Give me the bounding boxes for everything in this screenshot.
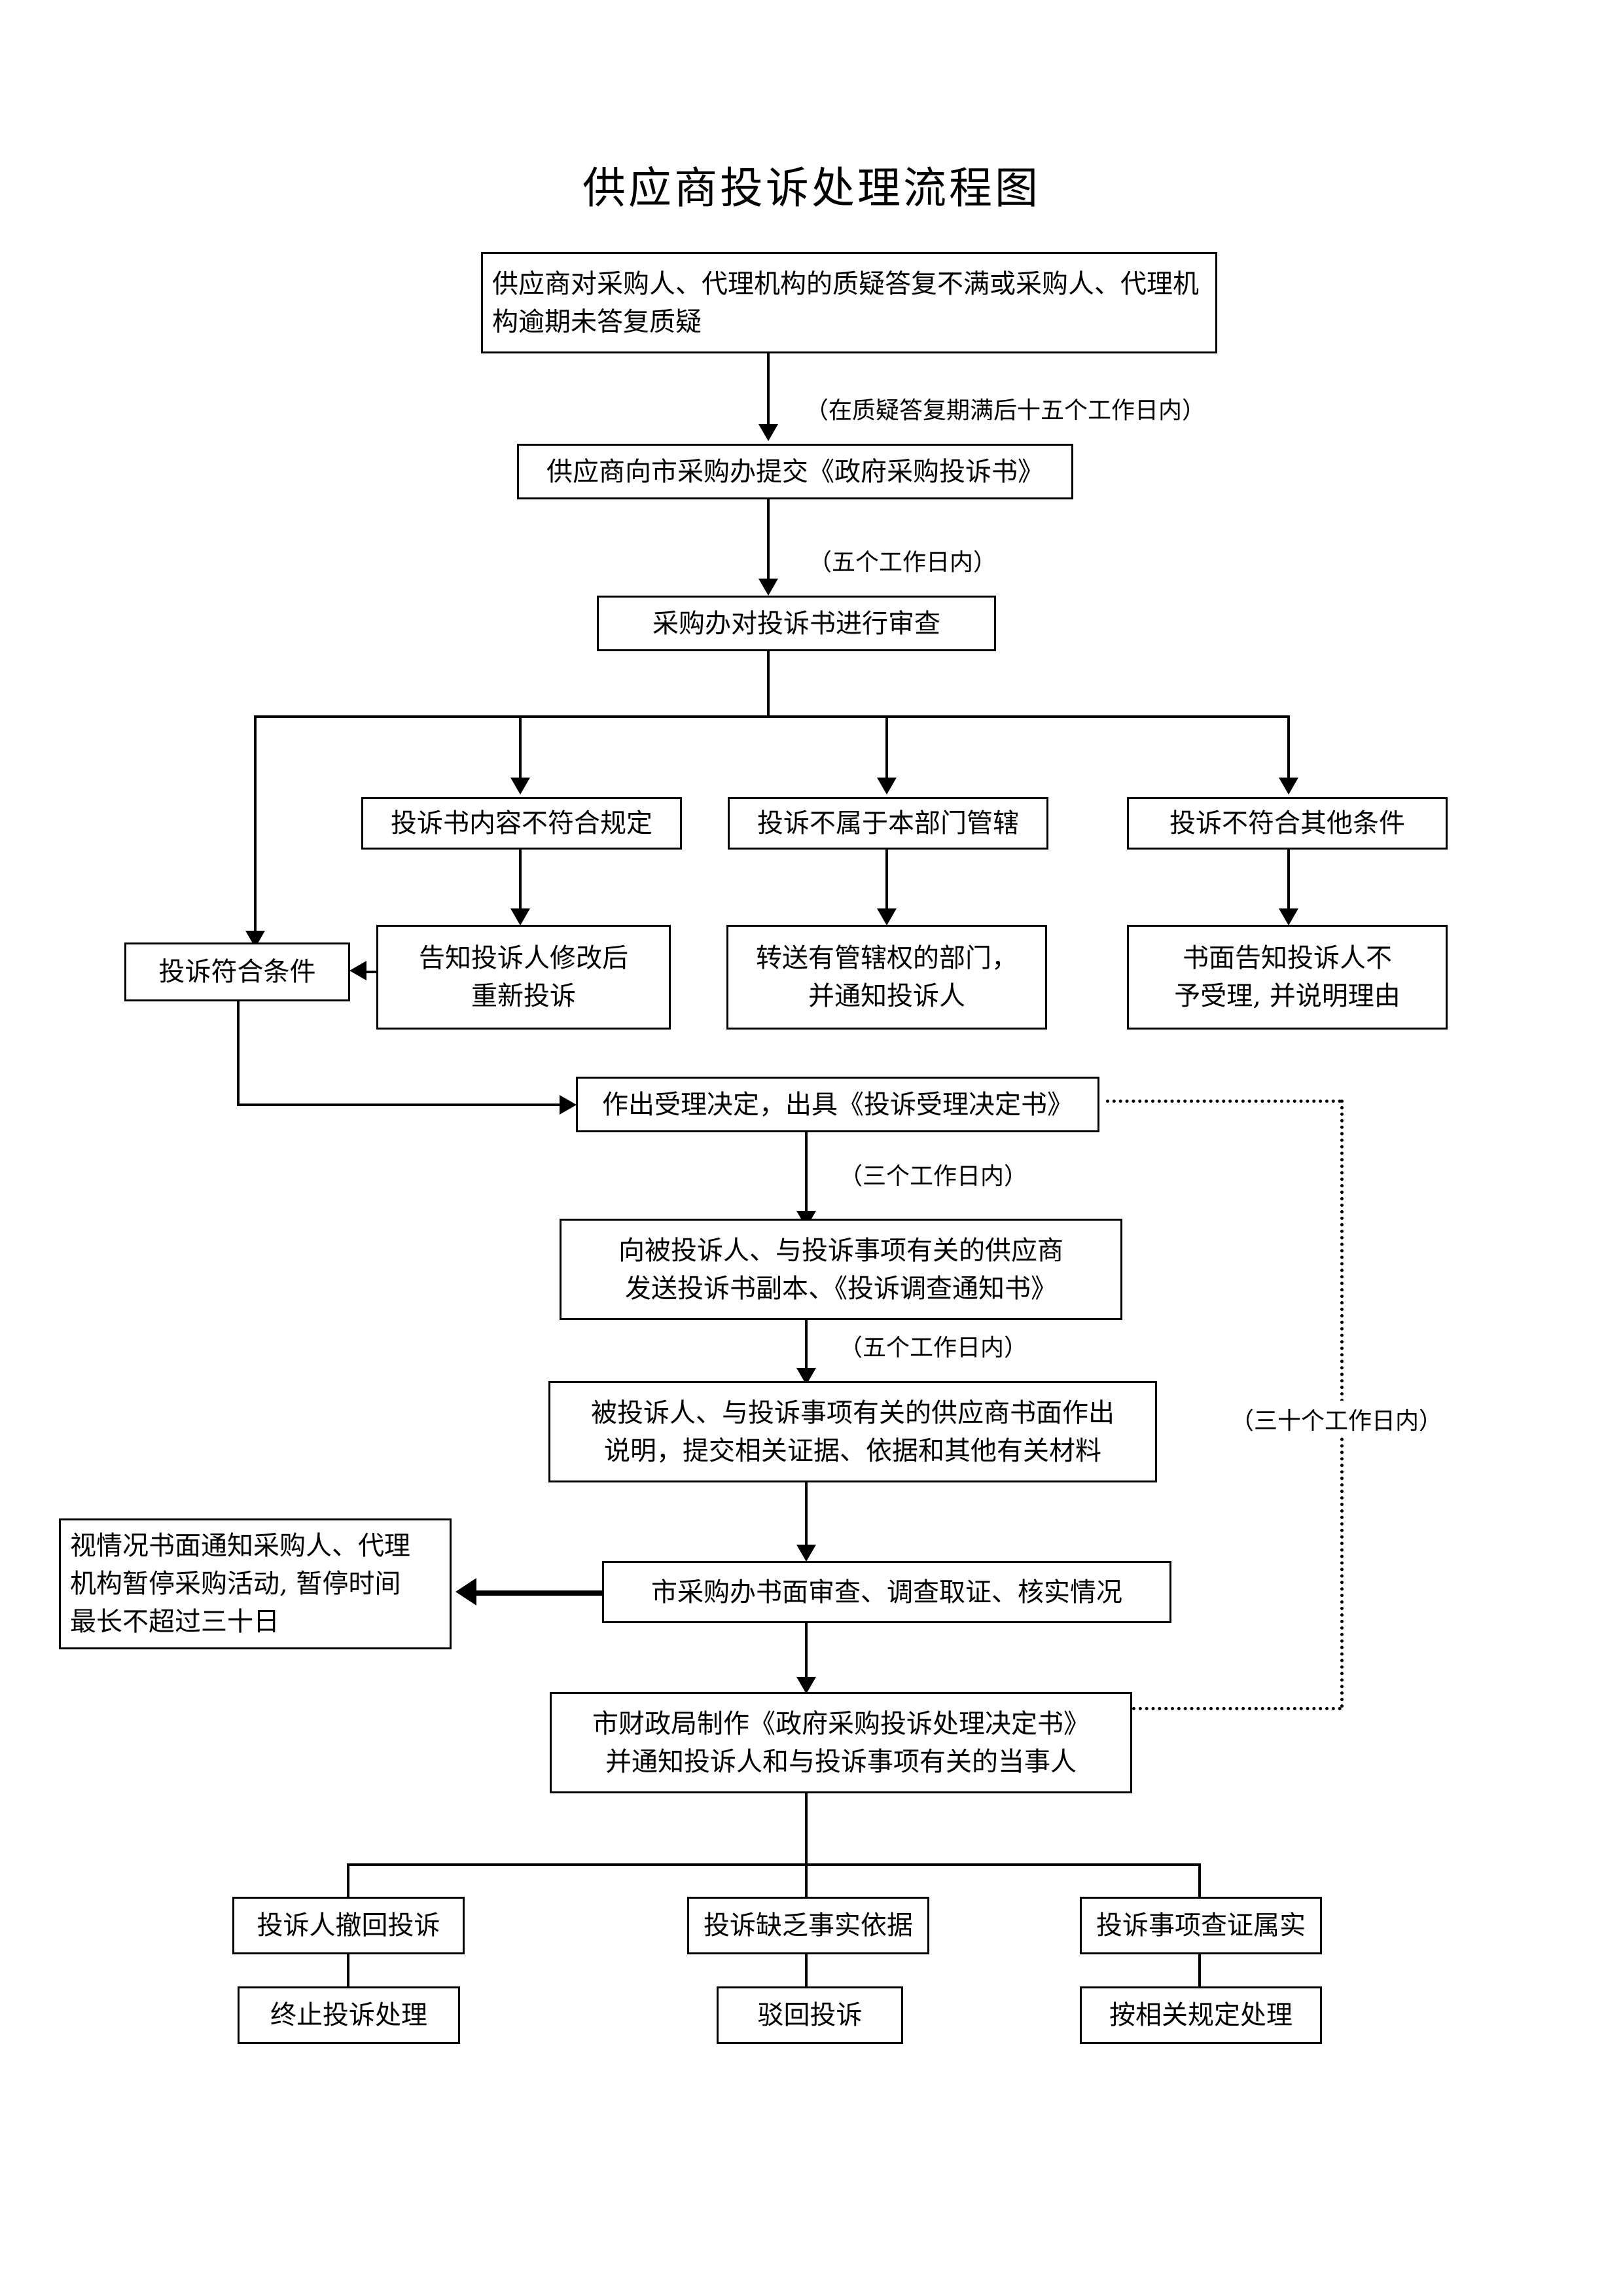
label-thirty-days: （三十个工作日内） <box>1230 1401 1443 1437</box>
node-withdrawn-label: 投诉人撤回投诉 <box>257 1910 440 1941</box>
node-notify-amend-label: 告知投诉人修改后 重新投诉 <box>419 943 628 1011</box>
page-title: 供应商投诉处理流程图 <box>582 163 1041 214</box>
connector-n7-right <box>237 1103 564 1106</box>
arrowhead-n5 <box>877 778 897 795</box>
branch-drop-n6 <box>1287 715 1290 781</box>
branch-bus-top <box>254 715 1290 718</box>
branch-drop-compliant <box>254 715 257 935</box>
node-not-jurisdiction-label: 投诉不属于本部门管辖 <box>757 808 1019 838</box>
connector-n15-n16 <box>805 1623 808 1682</box>
label-five-days-2: （五个工作日内） <box>839 1335 1028 1361</box>
label-five-days-1: （五个工作日内） <box>808 549 997 576</box>
connector-n4-n8 <box>519 850 522 912</box>
connector-n6-n10 <box>1287 850 1290 912</box>
node-withdrawn: 投诉人撤回投诉 <box>232 1897 465 1954</box>
node-written-explanation: 被投诉人、与投诉事项有关的供应商书面作出 说明，提交相关证据、依据和其他有关材料 <box>548 1381 1157 1482</box>
node-complaint-compliant: 投诉符合条件 <box>124 942 350 1001</box>
node-lack-evidence: 投诉缺乏事实依据 <box>687 1897 929 1954</box>
dotted-loop-bottom <box>1132 1707 1342 1710</box>
node-lack-evidence-label: 投诉缺乏事实依据 <box>704 1910 913 1941</box>
arrowhead-n2-n3 <box>758 579 778 596</box>
connector-n12-n13 <box>805 1320 808 1392</box>
label-fifteen-days: （在质疑答复期满后十五个工作日内） <box>805 397 1206 424</box>
node-dismiss: 驳回投诉 <box>717 1986 903 2044</box>
node-content-noncompliant: 投诉书内容不符合规定 <box>361 797 682 850</box>
arrowhead-n7-n11 <box>560 1095 577 1115</box>
arrowhead-n15-n14 <box>455 1578 476 1605</box>
node-complaint-compliant-label: 投诉符合条件 <box>158 957 316 987</box>
node-investigate-label: 市采购办书面审查、调查取证、核实情况 <box>651 1577 1122 1607</box>
node-submit-complaint: 供应商向市采购办提交《政府采购投诉书》 <box>517 444 1073 499</box>
node-not-jurisdiction: 投诉不属于本部门管辖 <box>728 797 1048 850</box>
node-review-complaint-label: 采购办对投诉书进行审查 <box>652 608 940 639</box>
node-written-explanation-label: 被投诉人、与投诉事项有关的供应商书面作出 说明，提交相关证据、依据和其他有关材料 <box>591 1397 1115 1466</box>
node-written-reject: 书面告知投诉人不 予受理, 并说明理由 <box>1127 925 1448 1030</box>
node-other-noncompliant: 投诉不符合其他条件 <box>1127 797 1448 850</box>
node-handle-per-rules: 按相关规定处理 <box>1080 1986 1322 2044</box>
node-handle-per-rules-label: 按相关规定处理 <box>1109 2000 1293 2030</box>
node-suspend-notice-label: 视情况书面通知采购人、代理 机构暂停采购活动, 暂停时间 最长不超过三十日 <box>70 1531 410 1637</box>
arrowhead-n6 <box>1279 778 1298 795</box>
connector-n7-down <box>237 1001 240 1106</box>
connector-n3-bus <box>767 651 770 717</box>
node-verified-true: 投诉事项查证属实 <box>1080 1897 1322 1954</box>
connector-n18-n21 <box>805 1954 808 2003</box>
arrowhead-n8 <box>510 908 530 925</box>
node-suspend-notice: 视情况书面通知采购人、代理 机构暂停采购活动, 暂停时间 最长不超过三十日 <box>59 1518 452 1649</box>
connector-n17-n20 <box>347 1954 349 2003</box>
arrowhead-n13-n15 <box>796 1545 816 1562</box>
node-terminate-label: 终止投诉处理 <box>270 2000 427 2030</box>
dotted-loop-top <box>1106 1100 1342 1103</box>
connector-n16-bus <box>805 1793 808 1865</box>
node-written-reject-label: 书面告知投诉人不 予受理, 并说明理由 <box>1174 943 1400 1011</box>
branch-drop-n4 <box>519 715 522 781</box>
node-content-noncompliant-label: 投诉书内容不符合规定 <box>391 808 652 838</box>
node-send-copy-label: 向被投诉人、与投诉事项有关的供应商 发送投诉书副本、《投诉调查通知书》 <box>618 1235 1063 1304</box>
branch-bus-bottom <box>347 1863 1201 1866</box>
branch-drop-n18 <box>805 1863 808 1912</box>
connector-n15-n14 <box>474 1590 605 1596</box>
node-transfer-department-label: 转送有管辖权的部门， 并通知投诉人 <box>756 943 1018 1011</box>
node-dismiss-label: 驳回投诉 <box>757 2000 863 2030</box>
connector-n5-n9 <box>885 850 888 912</box>
node-complaint-trigger-label: 供应商对采购人、代理机构的质疑答复不满或采购人、代理机构逾期未答复质疑 <box>492 268 1199 337</box>
connector-n19-n22 <box>1198 1954 1201 2003</box>
connector-n13-n15 <box>805 1482 808 1548</box>
node-send-copy: 向被投诉人、与投诉事项有关的供应商 发送投诉书副本、《投诉调查通知书》 <box>560 1219 1122 1320</box>
connector-n1-n2 <box>767 353 770 429</box>
arrowhead-n1-n2 <box>758 424 778 441</box>
node-transfer-department: 转送有管辖权的部门， 并通知投诉人 <box>726 925 1047 1030</box>
arrowhead-n4 <box>510 778 530 795</box>
node-submit-complaint-label: 供应商向市采购办提交《政府采购投诉书》 <box>546 456 1044 487</box>
node-complaint-trigger: 供应商对采购人、代理机构的质疑答复不满或采购人、代理机构逾期未答复质疑 <box>481 252 1217 353</box>
branch-drop-n17 <box>347 1863 349 1912</box>
arrowhead-n9 <box>877 908 897 925</box>
connector-n8-n7 <box>366 971 378 973</box>
node-accept-decision-label: 作出受理决定，出具《投诉受理决定书》 <box>602 1089 1073 1120</box>
node-investigate: 市采购办书面审查、调查取证、核实情况 <box>602 1561 1171 1623</box>
arrowhead-n8-n7 <box>349 961 366 980</box>
connector-n2-n3 <box>767 499 770 581</box>
label-three-days: （三个工作日内） <box>839 1163 1028 1190</box>
arrowhead-n15-n16 <box>796 1677 816 1694</box>
node-decision-document-label: 市财政局制作《政府采购投诉处理决定书》 并通知投诉人和与投诉事项有关的当事人 <box>592 1708 1090 1777</box>
node-accept-decision: 作出受理决定，出具《投诉受理决定书》 <box>576 1077 1099 1132</box>
branch-drop-n19 <box>1198 1863 1201 1912</box>
node-notify-amend: 告知投诉人修改后 重新投诉 <box>376 925 671 1030</box>
arrowhead-n10 <box>1279 908 1298 925</box>
node-review-complaint: 采购办对投诉书进行审查 <box>597 596 996 651</box>
branch-drop-n5 <box>885 715 888 781</box>
node-other-noncompliant-label: 投诉不符合其他条件 <box>1169 808 1405 838</box>
node-decision-document: 市财政局制作《政府采购投诉处理决定书》 并通知投诉人和与投诉事项有关的当事人 <box>550 1692 1132 1793</box>
node-verified-true-label: 投诉事项查证属实 <box>1096 1910 1306 1941</box>
connector-n11-n12 <box>805 1132 808 1214</box>
node-terminate: 终止投诉处理 <box>238 1986 460 2044</box>
